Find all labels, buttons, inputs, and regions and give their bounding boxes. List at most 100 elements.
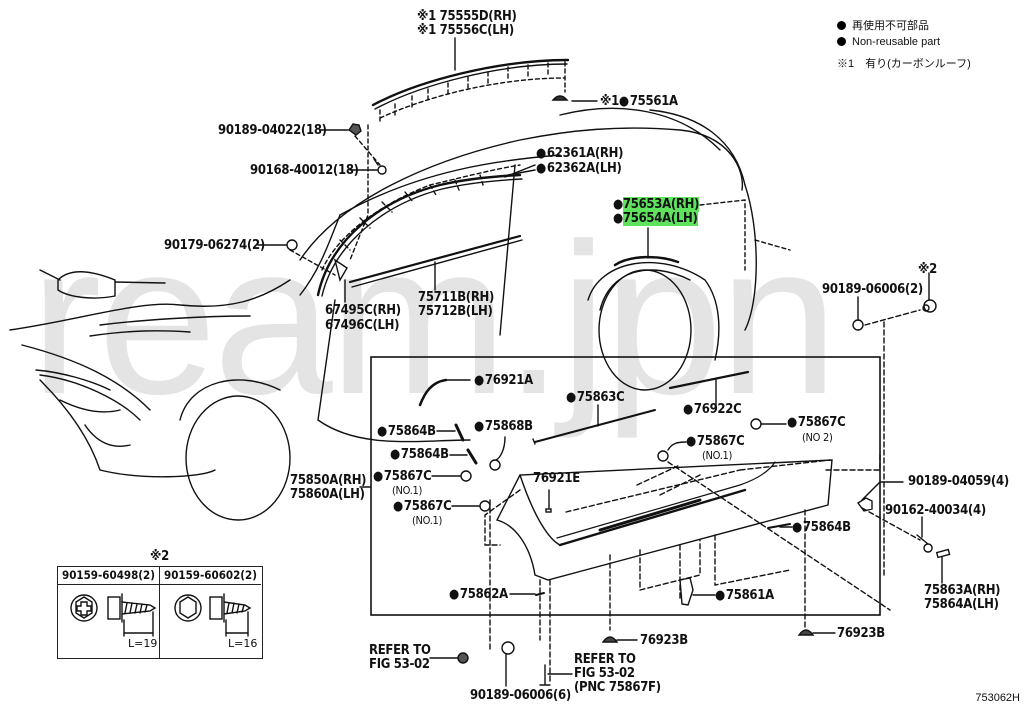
label-75867C-no1-a[interactable]: 75867C	[373, 469, 432, 484]
label-75864B-a[interactable]: 75864B	[377, 424, 436, 439]
screw-refer-fig-53-02-b[interactable]	[539, 664, 551, 686]
screw-icon-note2[interactable]	[922, 299, 937, 313]
part-75867C-no1-b[interactable]	[479, 500, 491, 512]
part-75867C-no1-c[interactable]	[657, 450, 669, 462]
note-cell-right: 90159-60602(2) L=16	[160, 567, 261, 658]
wheel-molding-rh-highlighted: 75653A(RH)	[622, 197, 700, 212]
non-reusable-bullet-icon	[837, 21, 846, 30]
label-75867C-no2[interactable]: 75867C	[787, 415, 846, 430]
label-76921E[interactable]: 76921E	[533, 471, 580, 486]
label-cover-lh[interactable]: 67496C(LH)	[325, 318, 400, 333]
label-wheel-molding-lh[interactable]: ●75654A(LH)	[613, 211, 698, 226]
part-75864B-a[interactable]	[454, 423, 465, 442]
roof-clip-icon[interactable]	[551, 95, 569, 101]
label-end-cap-rh[interactable]: 75863A(RH)	[924, 583, 1001, 598]
label-cover-rh[interactable]: 67495C(RH)	[325, 303, 401, 318]
label-75862A[interactable]: 75862A	[449, 587, 508, 602]
corner-cover[interactable]	[333, 258, 348, 282]
label-75861A[interactable]: 75861A	[715, 588, 774, 603]
roof-clip-part-number: 75561A	[619, 94, 678, 109]
label-90168-40012[interactable]: 90168-40012(18)	[250, 163, 359, 178]
clip-90189-06006-lower[interactable]	[501, 641, 515, 655]
label-rocker-panel-rh[interactable]: 75850A(RH)	[290, 473, 367, 488]
note-left-part-number[interactable]: 90159-60498(2)	[58, 567, 159, 585]
label-75863C[interactable]: 75863C	[566, 390, 625, 405]
label-roof-clip[interactable]: ※175561A	[600, 94, 678, 109]
label-roof-molding-rh[interactable]: ※1 75555D(RH)	[417, 9, 517, 24]
label-75864B-b[interactable]: 75864B	[390, 447, 449, 462]
label-belt-molding-lh[interactable]: 75712B(LH)	[418, 304, 493, 319]
rocker-panel[interactable]	[495, 459, 833, 581]
part-75868B[interactable]	[489, 459, 501, 471]
screw-head-hex-icon	[174, 594, 202, 622]
part-75864B-c[interactable]	[767, 523, 791, 529]
label-90179-06274[interactable]: 90179-06274(2)	[164, 238, 265, 253]
roof-molding[interactable]	[371, 58, 570, 110]
label-refer-fig-a-line2[interactable]: FIG 53-02	[369, 657, 430, 672]
part-75867C-no2[interactable]	[750, 418, 762, 430]
label-refer-fig-b-line1[interactable]: REFER TO	[574, 652, 636, 667]
wheel-arch-molding[interactable]	[613, 255, 680, 267]
label-refer-fig-a-line1[interactable]: REFER TO	[369, 643, 431, 658]
label-90189-06006-6[interactable]: 90189-06006(6)	[470, 688, 571, 703]
part-75861A[interactable]	[679, 577, 694, 606]
legend-note-1: ※1 有り(カーボンルーフ)	[837, 58, 971, 70]
label-75867C-no1-c[interactable]: 75867C	[686, 434, 745, 449]
clip-icon-90189-06006-upper[interactable]	[852, 319, 864, 331]
screw-head-phillips-icon	[70, 594, 98, 622]
window-molding[interactable]	[316, 173, 523, 297]
label-drip-molding-rh[interactable]: 62361A(RH)	[536, 146, 624, 161]
note-cell-left: 90159-60498(2) L=19	[58, 567, 160, 658]
part-76921E[interactable]	[545, 508, 552, 513]
clip-icon-90189-04022[interactable]	[348, 123, 362, 136]
part-75864B-b[interactable]	[466, 448, 478, 465]
label-76922C[interactable]: 76922C	[683, 402, 742, 417]
tapping-screw-icon-l16	[209, 593, 252, 637]
label-76923B-b[interactable]: 76923B	[837, 626, 885, 641]
label-90189-04022[interactable]: 90189-04022(18)	[218, 123, 327, 138]
car-body-outline	[9, 107, 757, 521]
part-76922C[interactable]	[668, 370, 750, 390]
roof-molding-guide	[379, 61, 566, 123]
belt-molding[interactable]	[348, 234, 523, 288]
label-wheel-molding-rh[interactable]: ●75653A(RH)	[613, 197, 699, 212]
clip-icon-90189-04059[interactable]	[856, 497, 873, 512]
note-box-marker: ※2	[150, 549, 169, 564]
label-refer-fig-b-line2[interactable]: FIG 53-02	[574, 666, 635, 681]
label-roof-molding-lh[interactable]: ※1 75556C(LH)	[417, 23, 514, 38]
note-left-length: L=19	[128, 637, 158, 650]
non-reusable-bullet-icon	[837, 37, 846, 46]
nut-76923B-a[interactable]	[601, 636, 619, 643]
label-75868B[interactable]: 75868B	[474, 419, 533, 434]
label-note-2-marker: ※2	[918, 262, 937, 277]
label-90189-06006-2[interactable]: 90189-06006(2)	[822, 282, 923, 297]
label-75867C-no1-a-qualifier: (NO.1)	[392, 484, 423, 497]
screw-refer-fig-53-02-a[interactable]	[457, 652, 469, 664]
label-75864B-c[interactable]: 75864B	[792, 520, 851, 535]
screw-icon-90168-40012[interactable]	[373, 158, 387, 175]
label-rocker-panel-lh[interactable]: 75860A(LH)	[290, 487, 365, 502]
screw-icon-90162-40034[interactable]	[916, 534, 933, 553]
label-76923B-a[interactable]: 76923B	[640, 633, 688, 648]
label-drip-molding-lh[interactable]: 62362A(LH)	[536, 161, 622, 176]
label-75867C-no1-b[interactable]: 75867C	[393, 499, 452, 514]
part-75863A[interactable]	[935, 548, 951, 559]
part-75862A[interactable]	[535, 592, 545, 596]
part-75867C-no1-a[interactable]	[460, 470, 472, 482]
label-refer-fig-b-pnc[interactable]: (PNC 75867F)	[574, 680, 661, 695]
label-end-cap-lh[interactable]: 75864A(LH)	[924, 597, 999, 612]
label-90189-04059[interactable]: 90189-04059(4)	[908, 474, 1009, 489]
rocker-panel-group-box	[370, 356, 881, 616]
label-76921A[interactable]: 76921A	[474, 373, 533, 388]
label-belt-molding-rh[interactable]: 75711B(RH)	[418, 290, 495, 305]
figure-id: 753062H	[975, 692, 1020, 704]
legend: 再使用不可部品 Non-reusable part ※1 有り(カーボンルーフ)	[837, 18, 971, 72]
part-75863C[interactable]	[532, 409, 656, 445]
note-right-part-number[interactable]: 90159-60602(2)	[160, 567, 261, 585]
clip-icon-90179-06274[interactable]	[286, 239, 298, 251]
part-76921A[interactable]	[418, 378, 448, 407]
note-1-marker: ※1	[600, 94, 619, 109]
nut-76923B-b[interactable]	[797, 629, 815, 636]
label-90162-40034[interactable]: 90162-40034(4)	[885, 503, 986, 518]
